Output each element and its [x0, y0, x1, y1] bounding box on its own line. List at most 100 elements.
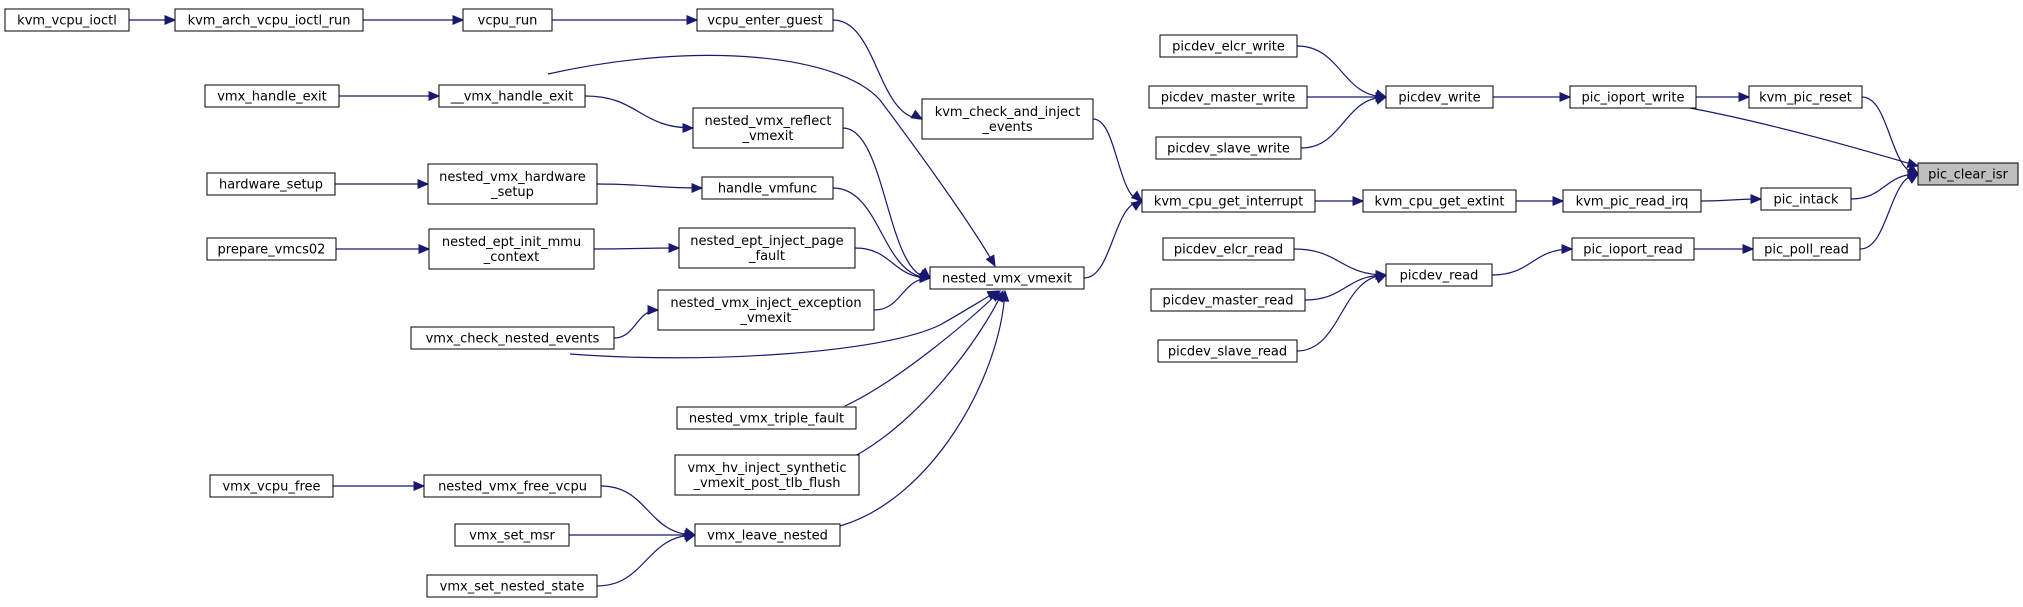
edge-vmx_vcpu_free-to-nested_vmx_free_vcpu — [333, 481, 426, 491]
node-pic-poll-read[interactable]: pic_poll_read — [1752, 237, 1861, 261]
node-label: vmx_set_msr — [469, 529, 555, 544]
edge-picdev_elcr_read-to-picdev_read — [1293, 248, 1388, 280]
edge-__vmx_handle_exit-to-nested_vmx_reflect_vmexit — [584, 95, 695, 133]
call-graph-edges — [128, 15, 1920, 587]
edge-pic_poll_read-to-pic_clear_isr — [1859, 173, 1920, 250]
node-nested-ept-inject-page-fault[interactable]: nested_ept_inject_page_fault — [678, 227, 856, 269]
node-pic-ioport-read[interactable]: pic_ioport_read — [1571, 237, 1695, 261]
node-pic-ioport-write[interactable]: pic_ioport_write — [1569, 85, 1697, 109]
node-label: kvm_check_and_inject — [935, 105, 1081, 120]
node-label: vcpu_enter_guest — [707, 14, 822, 29]
node-picdev-slave-write[interactable]: picdev_slave_write — [1155, 136, 1302, 160]
node-vmx-check-nested-events[interactable]: vmx_check_nested_events — [410, 326, 615, 350]
node-vmx-hv-inject-synthetic-vmexit-post-tlb-flush[interactable]: vmx_hv_inject_synthetic_vmexit_post_tlb_… — [674, 454, 860, 496]
edge-hardware_setup-to-nested_vmx_hardware_setup — [335, 179, 430, 189]
edge-kvm_cpu_get_extint-to-kvm_pic_read_irq — [1516, 196, 1565, 206]
node-kvm-pic-read-irq[interactable]: kvm_pic_read_irq — [1562, 189, 1702, 213]
node-handle-vmfunc[interactable]: handle_vmfunc — [701, 176, 834, 200]
node-pic-intack[interactable]: pic_intack — [1760, 187, 1852, 211]
edge-vmx_hv_inject_synthetic_vmexit_post_tlb_flush-to-nested_vmx_vmexit — [854, 289, 1004, 457]
edge-kvm_check_and_inject_events-to-kvm_cpu_get_interrupt — [1092, 118, 1143, 202]
node-picdev-write[interactable]: picdev_write — [1385, 85, 1494, 109]
node-picdev-master-write[interactable]: picdev_master_write — [1148, 85, 1308, 109]
node-label: picdev_master_read — [1162, 294, 1293, 309]
node-label: kvm_cpu_get_extint — [1375, 195, 1505, 210]
node-nested-ept-init-mmu-context[interactable]: nested_ept_init_mmu_context — [428, 228, 595, 270]
node-label: pic_ioport_write — [1582, 91, 1685, 106]
node-label: kvm_pic_reset — [1759, 91, 1852, 106]
call-graph-nodes: kvm_vcpu_ioctl kvm_arch_vcpu_ioctl_run vcp… — [4, 8, 2019, 598]
node-vcpu-run[interactable]: vcpu_run — [462, 8, 553, 32]
node-label: vmx_hv_inject_synthetic — [687, 461, 846, 476]
edge-nested_ept_inject_page_fault-to-nested_vmx_vmexit — [854, 247, 932, 283]
node-nested-vmx-reflect-vmexit[interactable]: nested_vmx_reflect_vmexit — [692, 107, 844, 149]
node-label: picdev_slave_read — [1168, 345, 1287, 360]
edge-nested_vmx_inject_exception_vmexit-to-nested_vmx_vmexit — [873, 273, 932, 311]
node-kvm-arch-vcpu-ioctl-run[interactable]: kvm_arch_vcpu_ioctl_run — [174, 8, 364, 32]
node-label: nested_vmx_reflect — [705, 114, 832, 129]
node-label: vmx_set_nested_state — [440, 580, 585, 595]
node-picdev-elcr-read[interactable]: picdev_elcr_read — [1162, 237, 1295, 261]
node-vcpu-enter-guest[interactable]: vcpu_enter_guest — [696, 8, 834, 32]
node-vmx-set-nested-state[interactable]: vmx_set_nested_state — [426, 574, 598, 598]
node-label: kvm_cpu_get_interrupt — [1154, 195, 1303, 210]
node-label: pic_ioport_read — [1583, 243, 1683, 258]
node-label: picdev_elcr_read — [1174, 243, 1283, 258]
node-label: picdev_slave_write — [1167, 142, 1290, 157]
edge-vmx_leave_nested-to-nested_vmx_vmexit — [839, 289, 1010, 527]
node-vmx-handle-exit[interactable]: vmx_handle_exit — [204, 84, 340, 108]
node-label: pic_poll_read — [1764, 243, 1849, 258]
node-picdev-slave-read[interactable]: picdev_slave_read — [1157, 339, 1298, 363]
edge-picdev_master_read-to-picdev_read — [1304, 270, 1388, 301]
node-picdev-elcr-write[interactable]: picdev_elcr_write — [1159, 34, 1298, 58]
node-label: kvm_vcpu_ioctl — [17, 14, 117, 29]
edge-picdev_slave_read-to-picdev_read — [1296, 274, 1388, 352]
edge-vcpu_run-to-vcpu_enter_guest — [552, 15, 699, 25]
edge-nested_ept_init_mmu_context-to-nested_ept_inject_page_fault — [593, 243, 681, 253]
node-nested-vmx-hardware-setup[interactable]: nested_vmx_hardware_setup — [427, 163, 598, 205]
node-pic-clear-isr[interactable]: pic_clear_isr — [1917, 162, 2019, 186]
node---vmx-handle-exit[interactable]: __vmx_handle_exit — [438, 84, 586, 108]
edge-picdev_elcr_write-to-picdev_write — [1296, 45, 1388, 99]
edge-pic_ioport_write-to-pic_clear_isr — [1689, 107, 1920, 168]
edge-prepare_vmcs02-to-nested_ept_init_mmu_context — [336, 244, 431, 254]
node-nested-vmx-free-vcpu[interactable]: nested_vmx_free_vcpu — [423, 474, 602, 498]
node-vmx-vcpu-free[interactable]: vmx_vcpu_free — [209, 474, 334, 498]
node-label: pic_intack — [1773, 193, 1839, 208]
node-label: picdev_master_write — [1161, 91, 1295, 106]
node-picdev-read[interactable]: picdev_read — [1385, 263, 1493, 287]
node-label: prepare_vmcs02 — [218, 243, 326, 258]
node-label: nested_vmx_inject_exception — [670, 296, 861, 311]
node-label: nested_vmx_vmexit — [942, 272, 1072, 287]
node-label: vmx_check_nested_events — [426, 332, 600, 347]
node-nested-vmx-vmexit[interactable]: nested_vmx_vmexit — [929, 266, 1085, 290]
node-vmx-set-msr[interactable]: vmx_set_msr — [454, 523, 570, 547]
node-label: nested_ept_inject_page — [690, 234, 843, 249]
edge-picdev_slave_write-to-picdev_write — [1300, 95, 1388, 149]
node-hardware-setup[interactable]: hardware_setup — [206, 172, 336, 196]
node-label: _context — [483, 250, 540, 265]
node-nested-vmx-inject-exception-vmexit[interactable]: nested_vmx_inject_exception_vmexit — [657, 289, 875, 331]
node-label: vcpu_run — [478, 14, 538, 29]
node-label: nested_ept_init_mmu — [442, 235, 581, 250]
node-nested-vmx-triple-fault[interactable]: nested_vmx_triple_fault — [676, 406, 857, 430]
node-kvm-check-and-inject-events[interactable]: kvm_check_and_inject_events — [921, 98, 1094, 140]
node-kvm-vcpu-ioctl[interactable]: kvm_vcpu_ioctl — [4, 8, 130, 32]
edge-vcpu_enter_guest-to-kvm_check_and_inject_events — [832, 19, 924, 120]
edge-vmx_check_nested_events-to-nested_vmx_inject_exception_vmexit — [613, 305, 660, 339]
edge-kvm_arch_vcpu_ioctl_run-to-vcpu_run — [363, 15, 465, 25]
node-prepare-vmcs02[interactable]: prepare_vmcs02 — [206, 237, 337, 261]
node-vmx-leave-nested[interactable]: vmx_leave_nested — [694, 523, 841, 547]
edge-pic_ioport_write-to-kvm_pic_reset — [1696, 92, 1751, 102]
edge-nested_vmx_vmexit-to-kvm_cpu_get_interrupt — [1083, 200, 1144, 279]
node-kvm-cpu-get-interrupt[interactable]: kvm_cpu_get_interrupt — [1141, 189, 1316, 213]
edge-picdev_write-to-pic_ioport_write — [1493, 92, 1572, 102]
node-label: nested_vmx_hardware — [439, 170, 586, 185]
node-picdev-master-read[interactable]: picdev_master_read — [1150, 288, 1306, 312]
node-label: nested_vmx_free_vcpu — [438, 480, 587, 495]
node-kvm-pic-reset[interactable]: kvm_pic_reset — [1748, 85, 1863, 109]
edge-pic_ioport_read-to-pic_poll_read — [1694, 244, 1755, 254]
node-kvm-cpu-get-extint[interactable]: kvm_cpu_get_extint — [1362, 189, 1517, 213]
edge-picdev_master_write-to-picdev_write — [1307, 92, 1388, 102]
